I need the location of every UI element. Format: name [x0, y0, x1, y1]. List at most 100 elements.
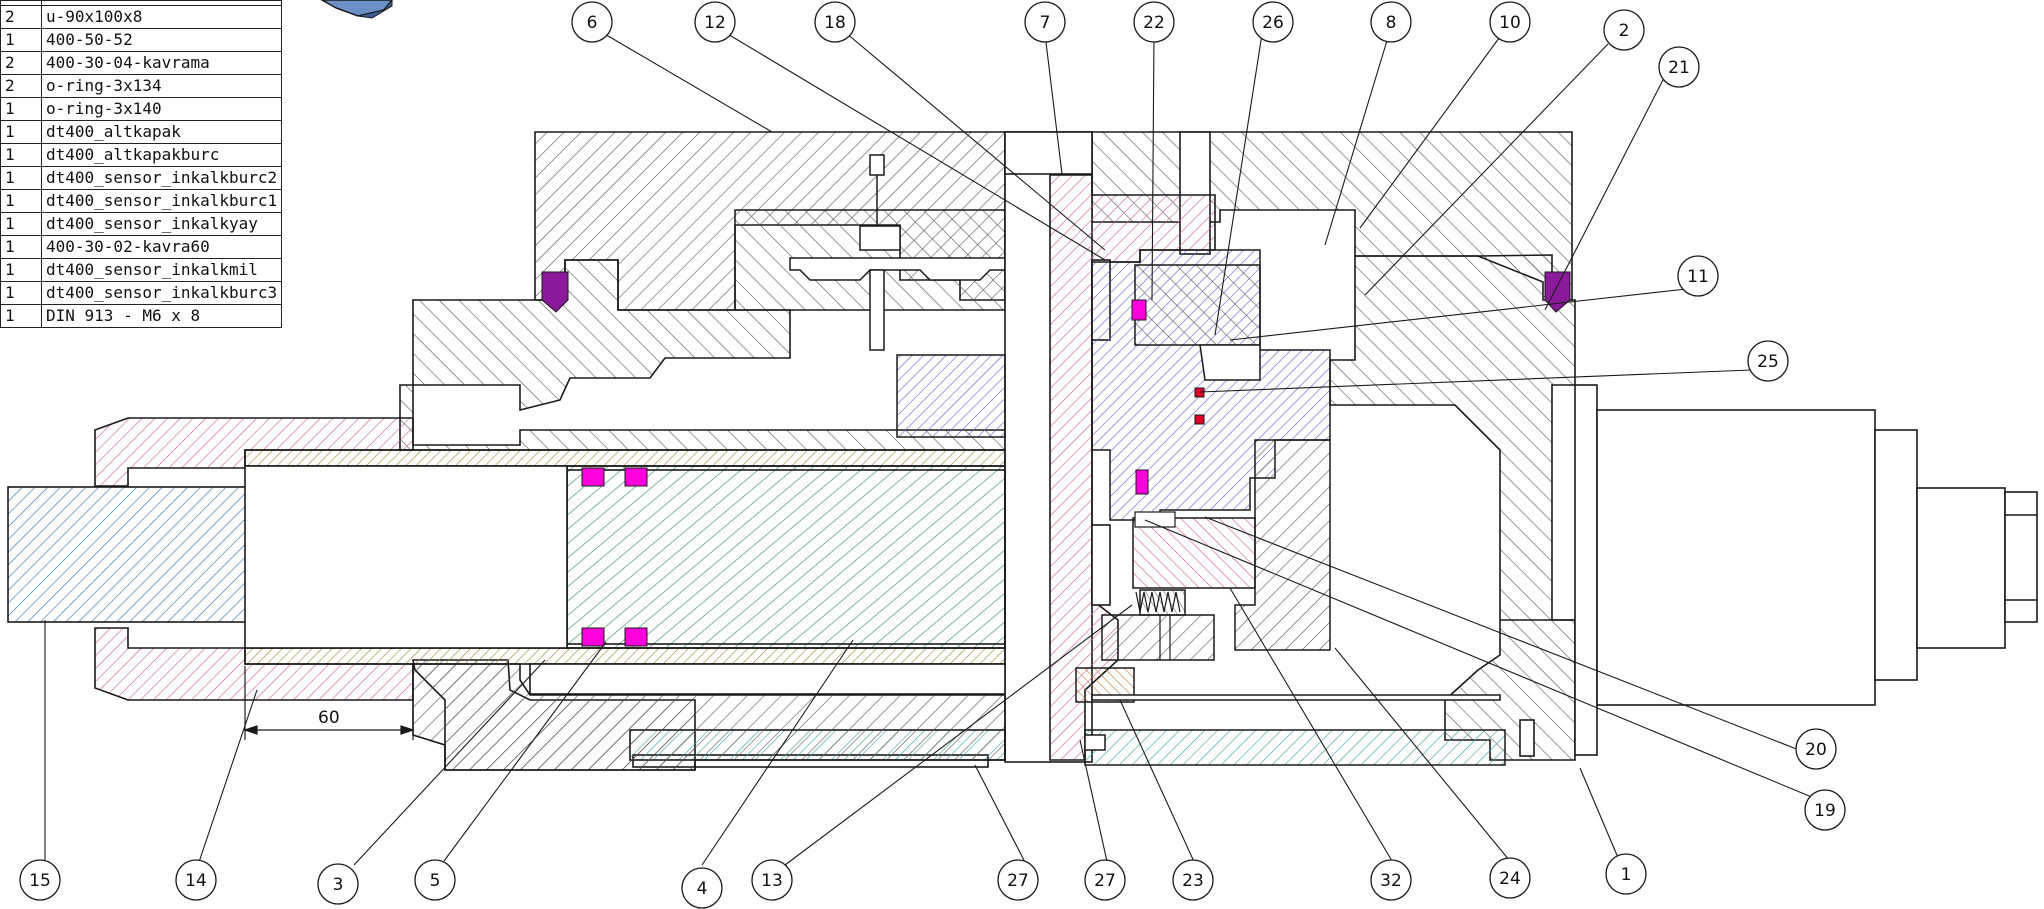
- isometric-view-fragment: [320, 0, 393, 19]
- bom-part-name: dt400_altkapak: [40, 120, 283, 144]
- balloon-circle: [571, 1, 613, 43]
- balloon-number: 22: [1143, 13, 1165, 33]
- balloon-circle: [1747, 340, 1789, 382]
- balloon-callout: 24: [1489, 857, 1531, 899]
- balloon-circle: [681, 867, 723, 909]
- balloon-circle: [1677, 255, 1719, 297]
- bom-part-name: dt400_sensor_inkalkyay: [40, 212, 283, 236]
- balloon-circle: [1024, 1, 1066, 43]
- balloon-circle: [1252, 1, 1294, 43]
- balloon-callout: 3: [317, 863, 359, 905]
- balloon-number: 14: [185, 871, 207, 891]
- bom-qty: 1: [0, 235, 42, 259]
- bom-qty: 1: [0, 28, 42, 52]
- left-adapter: [7, 417, 568, 701]
- balloon-number: 12: [704, 13, 726, 33]
- balloon-number: 15: [29, 871, 51, 891]
- balloon-number: 21: [1668, 58, 1690, 78]
- bom-qty: 1: [0, 304, 42, 328]
- bom-part-name: 400-50-52: [40, 28, 283, 52]
- balloon-number: 7: [1040, 13, 1051, 33]
- balloon-circle: [1133, 1, 1175, 43]
- bom-part-name: dt400_sensor_inkalkburc2: [40, 166, 283, 190]
- balloon-circle: [175, 859, 217, 901]
- balloon-circle: [1658, 46, 1700, 88]
- balloon-callout: 2: [1603, 9, 1645, 51]
- bom-qty: 1: [0, 281, 42, 305]
- balloon-circle: [317, 863, 359, 905]
- balloon-callout: 12: [694, 1, 736, 43]
- balloon-number: 32: [1380, 871, 1402, 891]
- balloon-callout: 5: [414, 859, 456, 901]
- balloon-circle: [19, 859, 61, 901]
- balloon-callout: 6: [571, 1, 613, 43]
- balloon-number: 26: [1262, 13, 1284, 33]
- bom-qty: 2: [0, 5, 42, 29]
- balloon-circle: [1605, 853, 1647, 895]
- bom-qty: 1: [0, 166, 42, 190]
- balloon-callout: 13: [751, 859, 793, 901]
- bom-qty: 1: [0, 212, 42, 236]
- balloon-callout: 10: [1489, 1, 1531, 43]
- balloon-number: 3: [333, 875, 344, 895]
- bom-qty: 1: [0, 258, 42, 282]
- balloon-circle: [1370, 859, 1412, 901]
- balloon-number: 13: [761, 871, 783, 891]
- balloon-circle: [1489, 1, 1531, 43]
- dimension-label: 60: [318, 708, 340, 728]
- balloon-circle: [814, 1, 856, 43]
- bom-part-name: u-90x100x8: [40, 5, 283, 29]
- balloon-circle: [1172, 859, 1214, 901]
- balloon-callout: 22: [1133, 1, 1175, 43]
- balloon-callout: 27: [1084, 859, 1126, 901]
- balloon-callout: 8: [1370, 1, 1412, 43]
- balloon-circle: [1804, 789, 1846, 831]
- bom-part-name: dt400_altkapakburc: [40, 143, 283, 167]
- balloon-callout: 26: [1252, 1, 1294, 43]
- balloon-number: 25: [1757, 352, 1779, 372]
- balloon-circle: [1489, 857, 1531, 899]
- bom-qty: 1: [0, 97, 42, 121]
- balloon-number: 18: [824, 13, 846, 33]
- balloon-number: 20: [1805, 740, 1827, 760]
- balloon-number: 23: [1182, 871, 1204, 891]
- balloon-callout: 1: [1605, 853, 1647, 895]
- balloon-callout: 23: [1172, 859, 1214, 901]
- balloon-circle: [414, 859, 456, 901]
- balloon-number: 10: [1499, 13, 1521, 33]
- balloon-circle: [997, 859, 1039, 901]
- balloon-number: 1: [1621, 865, 1632, 885]
- bom-part-name: dt400_sensor_inkalkburc1: [40, 189, 283, 213]
- bom-part-name: DIN 913 - M6 x 8: [40, 304, 283, 328]
- balloon-number: 24: [1499, 869, 1521, 889]
- bom-part-name: o-ring-3x140: [40, 97, 283, 121]
- bom-part-name: 400-30-02-kavra60: [40, 235, 283, 259]
- balloon-callout: 19: [1804, 789, 1846, 831]
- balloon-number: 5: [430, 871, 441, 891]
- balloon-callout: 14: [175, 859, 217, 901]
- balloon-number: 4: [697, 879, 708, 899]
- balloon-number: 2: [1619, 21, 1630, 41]
- bom-qty: 1: [0, 120, 42, 144]
- balloon-circle: [1084, 859, 1126, 901]
- balloon-number: 11: [1687, 267, 1709, 287]
- balloon-number: 8: [1386, 13, 1397, 33]
- balloon-circle: [1795, 728, 1837, 770]
- balloon-callout: 11: [1677, 255, 1719, 297]
- balloon-number: 19: [1814, 801, 1836, 821]
- bom-part-name: dt400_sensor_inkalkmil: [40, 258, 283, 282]
- leader-lines: [44, 32, 1815, 869]
- balloon-callout: 4: [681, 867, 723, 909]
